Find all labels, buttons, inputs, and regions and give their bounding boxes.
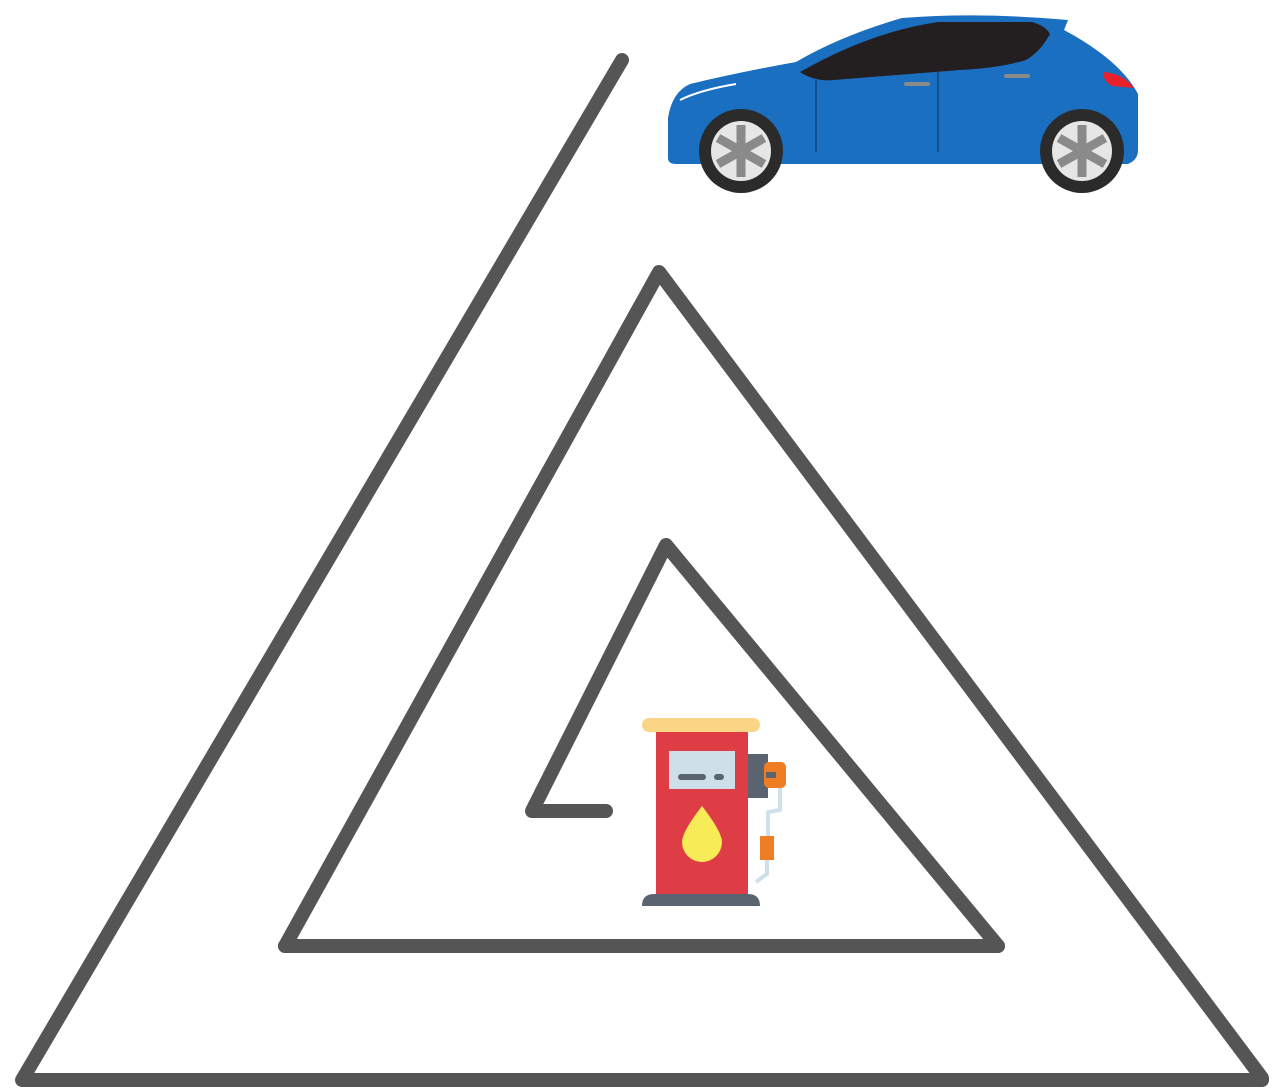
pump-screen: [669, 751, 735, 789]
car-door-handle-front: [904, 82, 930, 86]
fuel-pump-icon: [642, 718, 786, 906]
hub: [1075, 144, 1089, 158]
car-icon: [668, 15, 1138, 193]
car-rear-wheel: [1040, 109, 1124, 193]
pump-top-cap: [642, 718, 760, 732]
pump-base: [642, 894, 760, 906]
pump-screen-dash-short: [714, 774, 724, 780]
maze-inner-wall: [532, 545, 998, 946]
pump-nozzle-handle: [760, 836, 774, 860]
pump-nozzle-tip: [756, 860, 767, 882]
car-front-wheel: [699, 109, 783, 193]
maze-outer-wall: [22, 60, 1262, 1080]
maze: [22, 60, 1262, 1080]
pump-hose: [768, 788, 780, 836]
car-door-handle-rear: [1004, 74, 1030, 78]
pump-screen-dash-long: [678, 774, 706, 780]
hub: [734, 144, 748, 158]
pump-nozzle-slot: [766, 772, 776, 778]
